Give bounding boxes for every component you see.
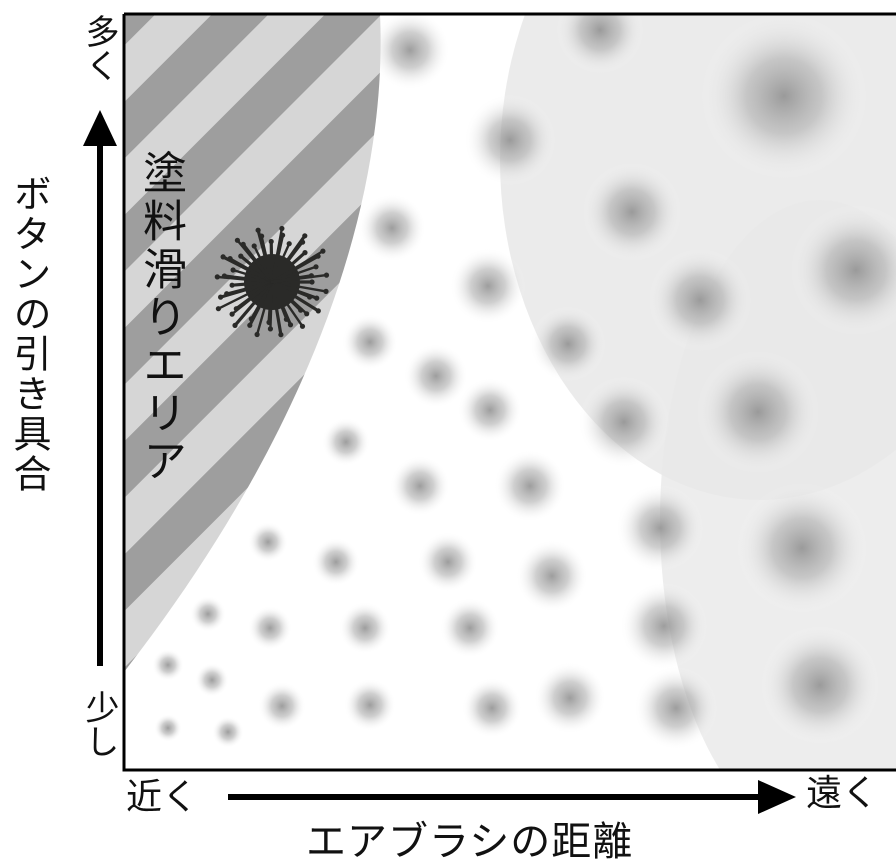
spray-dot [212, 716, 244, 748]
spray-dot [760, 625, 880, 745]
spray-dot [339, 602, 391, 654]
spray-dot [370, 14, 450, 90]
slip-area-region [124, 14, 381, 672]
spray-dot [790, 204, 896, 336]
spray-dot [494, 450, 566, 522]
y-axis-bottom-label: 少し [79, 690, 119, 758]
spray-dots [152, 14, 896, 750]
spray-dot [616, 484, 704, 572]
spray-dot [464, 94, 556, 186]
spray-dot [700, 14, 868, 180]
spray-dot [404, 344, 468, 408]
spray-dot [358, 194, 426, 262]
spray-dot [248, 522, 288, 562]
y-axis-arrow-head [83, 110, 117, 146]
spray-dot [322, 418, 370, 466]
x-axis-title: エアブラシの距離 [306, 819, 634, 865]
spray-dot [190, 596, 226, 632]
spray-dot [248, 606, 292, 650]
spray-dot [258, 682, 306, 730]
x-axis-arrow-head [758, 780, 796, 814]
spray-dot [152, 649, 184, 681]
spray-dot [648, 248, 752, 352]
x-axis-right-label: 遠く [806, 773, 879, 814]
spray-dot [450, 248, 526, 324]
spray-dot [578, 376, 670, 468]
spray-dot [462, 678, 522, 738]
spray-dot [458, 378, 522, 442]
spray-dot [736, 482, 868, 614]
spray-dot [154, 714, 182, 742]
spray-dot [530, 306, 606, 382]
spray-dot [195, 663, 229, 697]
spray-dot [582, 162, 682, 262]
spray-dot [342, 314, 398, 370]
spray-dot [418, 532, 478, 592]
y-axis-title: ボタンの引き具合 [7, 174, 51, 494]
ink-splatter-icon [214, 225, 330, 338]
spray-dot [440, 598, 500, 658]
y-axis-top-label: 多く [79, 14, 119, 82]
x-axis-left-label: 近く [126, 777, 199, 818]
spray-dot [390, 456, 450, 516]
spray-dot [344, 679, 396, 731]
spray-dot [312, 538, 360, 586]
spray-dot [534, 662, 606, 734]
spray-dot [516, 540, 588, 612]
spray-dot [634, 666, 718, 750]
spray-dot [620, 582, 708, 670]
spray-dot [556, 14, 644, 74]
slip-area-label: 塗料滑りエリア [135, 150, 186, 486]
spray-dot [696, 350, 820, 474]
plot-frame [122, 12, 896, 772]
